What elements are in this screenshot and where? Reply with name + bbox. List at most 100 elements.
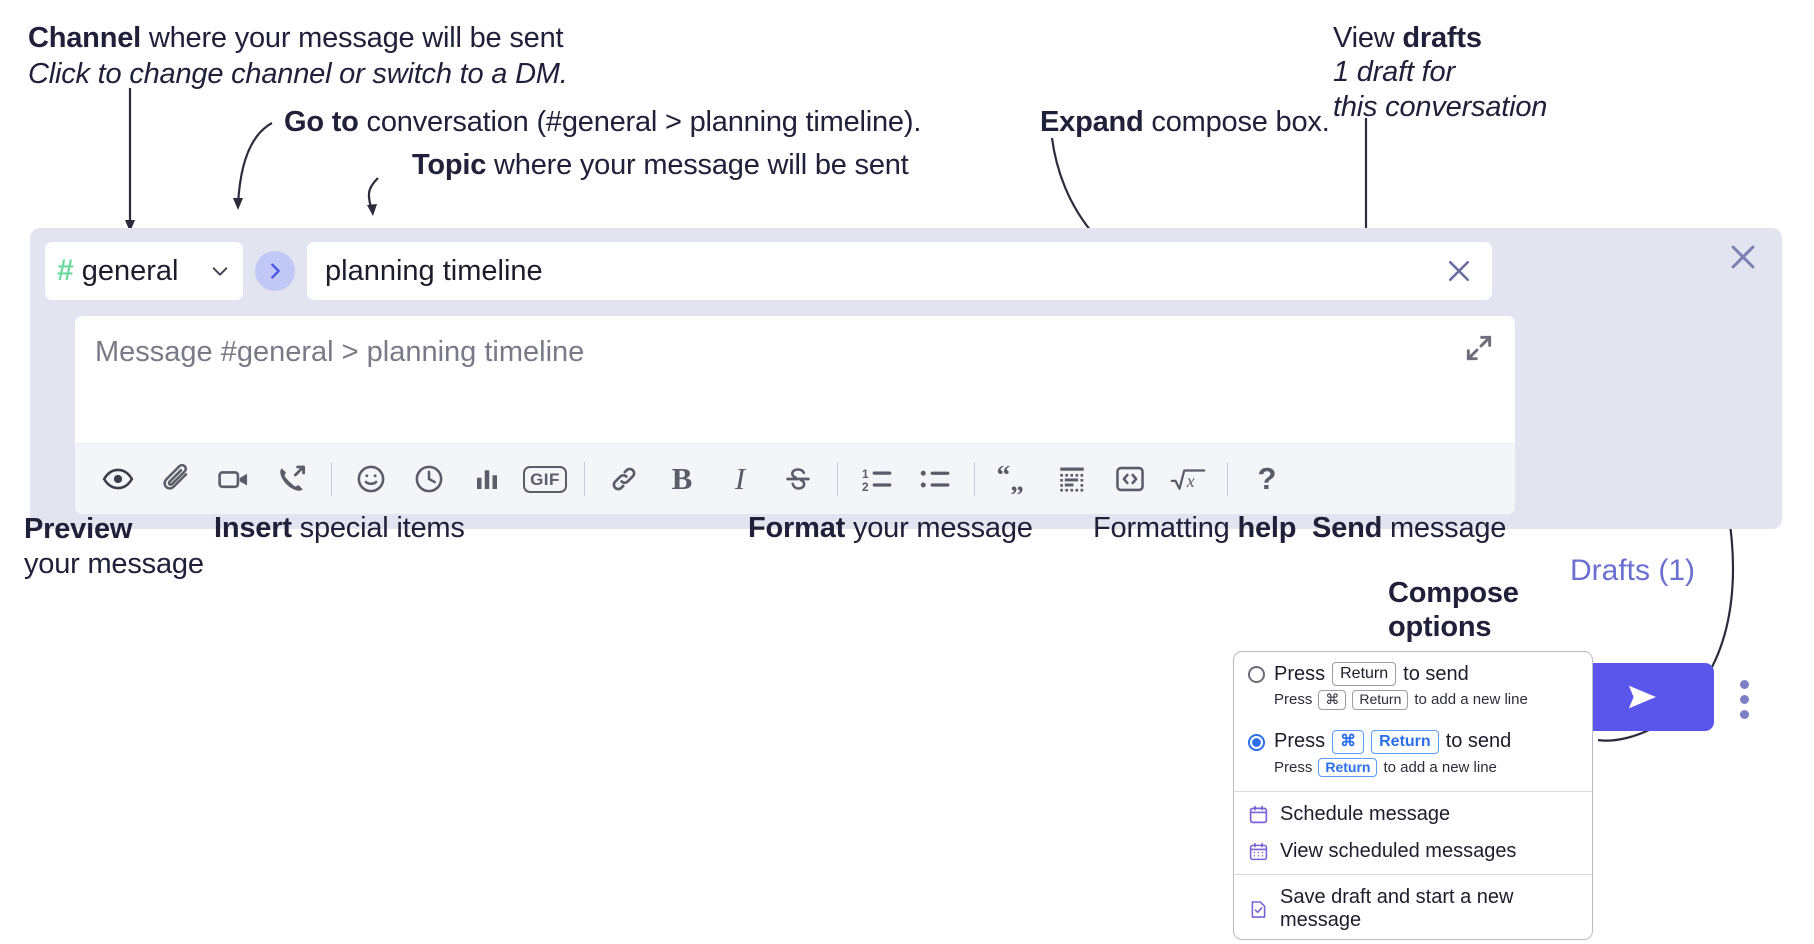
save-draft-icon — [1248, 899, 1269, 920]
option1-sub-tail: to add a new line — [1414, 691, 1528, 709]
annotation-drafts-lead: View — [1333, 22, 1403, 54]
strikethrough-icon[interactable] — [769, 450, 827, 508]
italic-label: I — [734, 461, 746, 496]
annotation-help-lead: Formatting — [1093, 512, 1238, 544]
drafts-link[interactable]: Drafts (1) — [1570, 554, 1696, 587]
send-option-cmd-return-hint: Press Return to add a new line — [1234, 756, 1592, 788]
bulleted-list-icon[interactable] — [906, 450, 964, 508]
menu-item-label: Schedule message — [1280, 803, 1451, 825]
radio-selected-icon[interactable] — [1248, 733, 1265, 751]
goto-conversation-button[interactable] — [255, 251, 295, 291]
option1-key-return: Return — [1332, 662, 1397, 686]
annotation-expand-rest: compose box. — [1143, 106, 1330, 138]
toolbar-separator — [331, 462, 332, 496]
poll-icon[interactable] — [458, 450, 516, 508]
option2-key-return: Return — [1371, 729, 1439, 754]
annotation-compose-l2: options — [1388, 611, 1492, 644]
help-label: ? — [1257, 461, 1277, 496]
math-icon[interactable]: x — [1159, 450, 1217, 508]
option2-key-cmd: ⌘ — [1332, 729, 1365, 754]
channel-selector[interactable]: # general — [45, 242, 243, 300]
topic-value: planning timeline — [325, 254, 543, 287]
kebab-dot — [1740, 680, 1749, 689]
message-input-area[interactable]: Message #general > planning timeline — [75, 316, 1515, 514]
option1-sub-key-return: Return — [1352, 690, 1409, 710]
annotation-preview-rest: your message — [24, 547, 204, 580]
annotation-expand-bold: Expand — [1040, 106, 1144, 138]
inline-code-icon[interactable] — [1101, 450, 1159, 508]
compose-options-menu: Press Return to send Press ⌘ Return to a… — [1233, 651, 1593, 940]
option2-sub-tail: to add a new line — [1383, 758, 1497, 776]
annotation-format: Format your message — [748, 512, 1033, 544]
call-forward-icon[interactable] — [263, 450, 321, 508]
send-option-return-hint: Press ⌘ Return to add a new line — [1234, 688, 1592, 720]
annotation-drafts-bold: drafts — [1402, 22, 1482, 54]
annotation-preview: Preview your message — [24, 512, 204, 582]
annotation-drafts: View drafts 1 draft for this conversatio… — [1333, 22, 1547, 123]
option2-tail: to send — [1445, 730, 1512, 752]
annotation-formatting-help: Formatting help — [1093, 512, 1296, 544]
italic-icon[interactable]: I — [711, 450, 769, 508]
preview-icon[interactable] — [89, 450, 147, 508]
attachment-icon[interactable] — [147, 450, 205, 508]
option1-tail: to send — [1403, 662, 1469, 685]
toolbar-separator — [1227, 462, 1228, 496]
annotation-send-bold: Send — [1312, 512, 1383, 544]
annotation-goto-rest: conversation (#general > planning timeli… — [358, 106, 922, 138]
kebab-dot — [1740, 710, 1749, 719]
bold-label: B — [671, 461, 693, 496]
kebab-dot — [1740, 695, 1749, 704]
video-icon[interactable] — [205, 450, 263, 508]
annotation-insert-rest: special items — [291, 512, 465, 544]
annotation-expand: Expand compose box. — [1040, 106, 1330, 138]
compose-options-button[interactable] — [1740, 680, 1749, 719]
menu-item-save-draft[interactable]: Save draft and start a new message — [1234, 879, 1592, 939]
svg-text:“: “ — [997, 464, 1011, 490]
option1-sub-press: Press — [1274, 691, 1313, 709]
send-option-cmd-return[interactable]: Press ⌘ Return to send — [1234, 720, 1592, 756]
annotation-drafts-sub1: 1 draft for — [1333, 56, 1455, 89]
svg-text:„: „ — [1010, 465, 1024, 494]
annotation-insert-bold: Insert — [214, 512, 292, 544]
blockquote-icon[interactable]: “ „ — [985, 450, 1043, 508]
gif-icon[interactable]: GIF — [516, 450, 574, 508]
radio-unselected-icon[interactable] — [1248, 666, 1265, 683]
send-arrow-icon — [1628, 685, 1656, 709]
menu-item-view-scheduled-messages[interactable]: View scheduled messages — [1234, 833, 1592, 870]
annotation-topic-rest: where your message will be sent — [486, 149, 909, 181]
channel-name: general — [81, 254, 179, 287]
menu-divider — [1234, 791, 1592, 792]
close-icon[interactable] — [1726, 240, 1760, 274]
annotation-topic: Topic where your message will be sent — [412, 149, 909, 181]
option2-sub-key-return: Return — [1318, 757, 1378, 777]
compose-header: # general planning timeline — [45, 242, 1492, 300]
svg-text:1: 1 — [862, 467, 869, 481]
svg-text:2: 2 — [862, 480, 869, 494]
code-block-icon[interactable] — [1043, 450, 1101, 508]
option1-sub-key-cmd: ⌘ — [1318, 690, 1347, 710]
calendar-grid-icon — [1248, 841, 1269, 862]
clock-icon[interactable] — [400, 450, 458, 508]
annotation-channel-bold: Channel — [28, 22, 141, 54]
topic-input[interactable]: planning timeline — [307, 242, 1492, 300]
clear-topic-icon[interactable] — [1444, 256, 1474, 286]
menu-item-schedule-message[interactable]: Schedule message — [1234, 796, 1592, 833]
annotation-compose-l1: Compose — [1388, 577, 1519, 609]
send-option-return[interactable]: Press Return to send — [1234, 652, 1592, 688]
annotation-send: Send message — [1312, 512, 1506, 544]
expand-icon[interactable] — [1463, 332, 1495, 364]
help-icon[interactable]: ? — [1238, 450, 1296, 508]
toolbar-separator — [974, 462, 975, 496]
annotation-channel: Channel where your message will be sent … — [28, 22, 568, 91]
send-button[interactable] — [1570, 663, 1714, 731]
option1-press: Press — [1274, 662, 1326, 685]
compose-widget: # general planning timeline Message #gen… — [30, 228, 1782, 731]
emoji-icon[interactable] — [342, 450, 400, 508]
link-icon[interactable] — [595, 450, 653, 508]
menu-divider — [1234, 874, 1592, 875]
annotation-channel-sub: Click to change channel or switch to a D… — [28, 58, 568, 91]
annotation-help-bold: help — [1237, 512, 1297, 544]
bold-icon[interactable]: B — [653, 450, 711, 508]
ordered-list-icon[interactable]: 1 2 — [848, 450, 906, 508]
annotation-format-rest: your message — [845, 512, 1033, 544]
